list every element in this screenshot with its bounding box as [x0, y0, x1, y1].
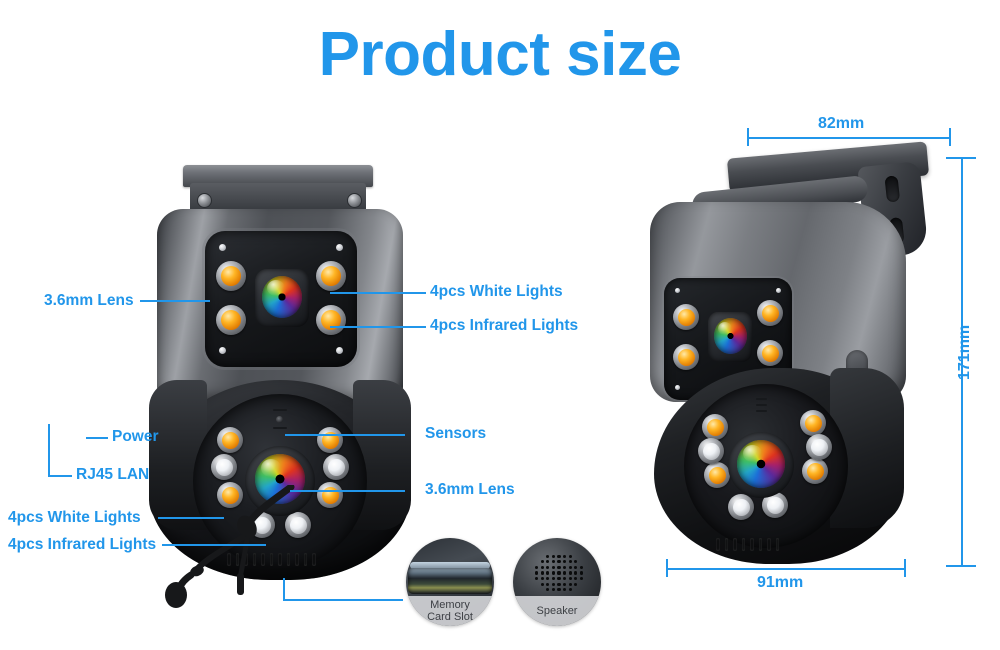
- bracket-screw-slot-icon: [884, 175, 901, 203]
- power-and-lan-cable: [165, 485, 295, 608]
- faceplate-screw-icon: [336, 347, 343, 354]
- leader-line-white-lights-bottom: [158, 517, 224, 519]
- angled-led-infrared: [673, 344, 699, 370]
- dimension-width-top-tick-left: [747, 128, 749, 146]
- callout-power: Power: [112, 428, 159, 445]
- leader-line-power: [86, 437, 108, 439]
- dome-led-infrared: [217, 427, 243, 453]
- upper-led-infrared: [316, 305, 346, 335]
- dimension-height-tick-bottom: [946, 565, 976, 567]
- leader-line-memory-card-vertical: [283, 578, 285, 600]
- angled-dome-led-infrared: [800, 410, 826, 436]
- memory-card-slot-label-line1: Memory: [430, 598, 470, 611]
- speaker-label-line1: Speaker: [536, 604, 578, 617]
- mic-slit-icon: [273, 409, 287, 411]
- camera-front-view: [135, 165, 425, 608]
- mount-plate: [183, 165, 373, 187]
- mic-slit-icon: [756, 404, 767, 406]
- leader-line-lens-top-left: [140, 300, 210, 302]
- dome-led-infrared: [217, 482, 243, 508]
- angled-ptz-dome-housing: [654, 368, 904, 564]
- leader-line-infrared-lights-top: [330, 326, 426, 328]
- dimension-height-tick-top: [946, 157, 976, 159]
- leader-line-white-lights-top: [330, 292, 426, 294]
- faceplate-screw-icon: [219, 244, 226, 251]
- detail-bubble-caption: Speaker: [513, 596, 601, 626]
- upper-led-infrared: [216, 261, 246, 291]
- dome-led-infrared: [317, 482, 343, 508]
- faceplate-screw-icon: [675, 385, 680, 390]
- faceplate-screw-icon: [219, 347, 226, 354]
- callout-infrared-lights-top: 4pcs Infrared Lights: [430, 317, 579, 334]
- dimension-height-line: [961, 157, 963, 566]
- callout-rj45-lan: RJ45 LAN: [76, 466, 150, 483]
- dimension-width-bottom-value: 91mm: [757, 574, 804, 591]
- angled-dome-led-infrared: [704, 462, 730, 488]
- dimension-width-bottom-tick-right: [904, 559, 906, 577]
- leader-line-rj45-horizontal: [48, 475, 72, 477]
- angled-upper-camera-body: [650, 202, 906, 402]
- angled-dome-led-infrared: [802, 458, 828, 484]
- angled-led-infrared: [673, 304, 699, 330]
- callout-infrared-lights-bottom: 4pcs Infrared Lights: [8, 536, 157, 553]
- callout-lens-top-left: 3.6mm Lens: [44, 292, 134, 309]
- memory-card-slot-label-line2: Card Slot: [427, 611, 473, 623]
- detail-bubble-memory-card-slot: Memory Card Slot: [406, 538, 494, 626]
- callout-white-lights-top: 4pcs White Lights: [430, 283, 563, 300]
- angled-dome-led-infrared: [702, 414, 728, 440]
- angled-dome-led-white: [698, 438, 724, 464]
- angled-led-infrared: [757, 340, 783, 366]
- dome-led-white: [323, 454, 349, 480]
- dimension-width-top-tick-right: [949, 128, 951, 146]
- dimension-height-value: 171mm: [956, 324, 973, 380]
- dimension-width-top-line: [747, 137, 951, 139]
- faceplate-screw-icon: [675, 288, 680, 293]
- memory-card-slot-lip: [410, 562, 490, 569]
- angled-upper-lens-highlight: [718, 322, 732, 335]
- dome-led-infrared: [317, 427, 343, 453]
- faceplate-screw-icon: [336, 244, 343, 251]
- upper-lens-highlight: [267, 280, 285, 296]
- angled-upper-faceplate: [664, 278, 792, 400]
- callout-white-lights-bottom: 4pcs White Lights: [8, 509, 141, 526]
- detail-bubble-caption: Memory Card Slot: [406, 596, 494, 626]
- dome-lens-highlight: [261, 459, 281, 477]
- dimension-width-top-value: 82mm: [818, 115, 865, 132]
- ptz-dome-housing: [149, 380, 411, 580]
- mount-screw-right-icon: [347, 193, 362, 208]
- ptz-dome-face: [193, 394, 367, 568]
- mic-slit-icon: [273, 427, 287, 429]
- mic-slit-icon: [756, 410, 767, 412]
- memory-card-slot-port-icon: [408, 568, 492, 594]
- callout-lens-bottom-right: 3.6mm Lens: [425, 481, 515, 498]
- page-title: Product size: [318, 20, 682, 89]
- dome-led-white: [211, 454, 237, 480]
- dome-led-white: [285, 512, 311, 538]
- camera-angled-view: [640, 140, 950, 580]
- upper-faceplate: [205, 231, 357, 367]
- leader-line-rj45-vertical: [48, 424, 50, 476]
- faceplate-screw-icon: [776, 288, 781, 293]
- speaker-holes-icon: [533, 552, 585, 594]
- mount-screw-left-icon: [197, 193, 212, 208]
- angled-led-infrared: [757, 300, 783, 326]
- callout-sensors: Sensors: [425, 425, 487, 442]
- leader-line-lens-bottom-right: [290, 490, 405, 492]
- detail-bubble-speaker: Speaker: [513, 538, 601, 626]
- angled-dome-lens-highlight: [743, 445, 762, 462]
- mic-slit-icon: [756, 398, 767, 400]
- upper-camera-body: [157, 209, 403, 401]
- upper-led-infrared: [216, 305, 246, 335]
- angled-ptz-dome-face: [684, 384, 848, 548]
- dimension-width-bottom-line: [666, 568, 906, 570]
- leader-line-sensors: [285, 434, 405, 436]
- angled-dome-led-white: [806, 434, 832, 460]
- dimension-width-bottom-tick-left: [666, 559, 668, 577]
- angled-dome-led-white: [728, 494, 754, 520]
- leader-line-infrared-lights-bottom: [162, 544, 266, 546]
- upper-led-infrared: [316, 261, 346, 291]
- angled-dome-vent-strip: [716, 538, 779, 551]
- light-sensor-icon: [276, 416, 283, 423]
- leader-line-memory-card-horizontal: [283, 599, 403, 601]
